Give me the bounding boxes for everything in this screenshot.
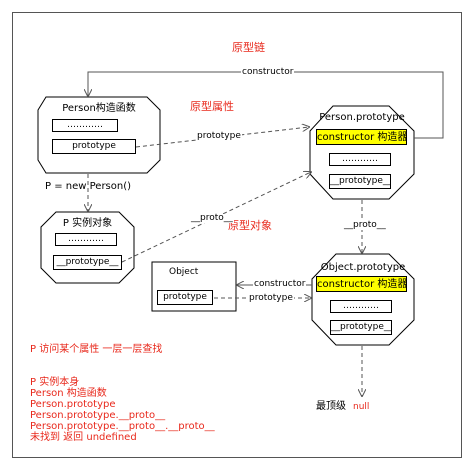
object-constructor-prototype: prototype bbox=[157, 290, 213, 305]
lookup-notes: P 访问某个属性 一层一层查找 P 实例本身 Person 构造函数 Perso… bbox=[30, 344, 215, 443]
person-constructor-title: Person构造函数 bbox=[62, 103, 136, 114]
diagram-title: 原型链 bbox=[232, 41, 265, 54]
object-prototype-title: Object.prototype bbox=[320, 262, 406, 273]
proto-vertical-label: __proto__ bbox=[343, 220, 387, 230]
top-level-label: 最顶级 bbox=[316, 401, 346, 412]
p-instance-field: ………… bbox=[55, 233, 117, 246]
note-line: Person 构造函数 bbox=[30, 388, 107, 399]
note-line bbox=[30, 366, 215, 377]
object-prototype-field: ………… bbox=[330, 300, 392, 313]
object-prototype-constructor: constructor 构造器 bbox=[316, 276, 407, 292]
constructor-bottom-label: constructor bbox=[253, 279, 307, 289]
note-line: Person.prototype.__proto__.__proto__ bbox=[30, 421, 215, 432]
person-constructor-field: ………… bbox=[52, 119, 118, 132]
diagram-frame bbox=[12, 12, 462, 458]
prototype-mid-label: prototype bbox=[196, 131, 242, 141]
prototype-object-label: 原型对象 bbox=[228, 219, 272, 232]
person-prototype-title: Person.prototype bbox=[319, 112, 405, 123]
null-label: null bbox=[353, 402, 370, 412]
p-instance-title: P 实例对象 bbox=[62, 218, 113, 229]
person-constructor-shape bbox=[37, 96, 161, 174]
new-person-label: P = new Person() bbox=[45, 181, 132, 192]
note-line: P 实例本身 bbox=[30, 377, 80, 388]
prototype-property-label: 原型属性 bbox=[190, 100, 234, 113]
note-line: P 访问某个属性 一层一层查找 bbox=[30, 344, 163, 355]
person-prototype-field: ………… bbox=[329, 153, 391, 166]
constructor-top-label: constructor bbox=[241, 67, 295, 77]
person-constructor-prototype: prototype bbox=[52, 139, 136, 154]
prototype-bottom-label: prototype bbox=[248, 293, 294, 303]
note-line: Person.prototype bbox=[30, 399, 116, 410]
object-prototype-proto: __prototype__ bbox=[330, 320, 392, 335]
note-line: Person.prototype.__proto__ bbox=[30, 410, 166, 421]
person-prototype-constructor: constructor 构造器 bbox=[316, 129, 407, 145]
object-constructor-title: Object bbox=[169, 267, 199, 277]
constructor-top-edge bbox=[88, 71, 444, 139]
person-prototype-proto: __prototype__ bbox=[329, 174, 391, 189]
note-line: 未找到 返回 undefined bbox=[30, 432, 137, 443]
proto-diag-label: __proto__ bbox=[190, 213, 234, 223]
p-instance-proto: __prototype__ bbox=[53, 255, 122, 270]
